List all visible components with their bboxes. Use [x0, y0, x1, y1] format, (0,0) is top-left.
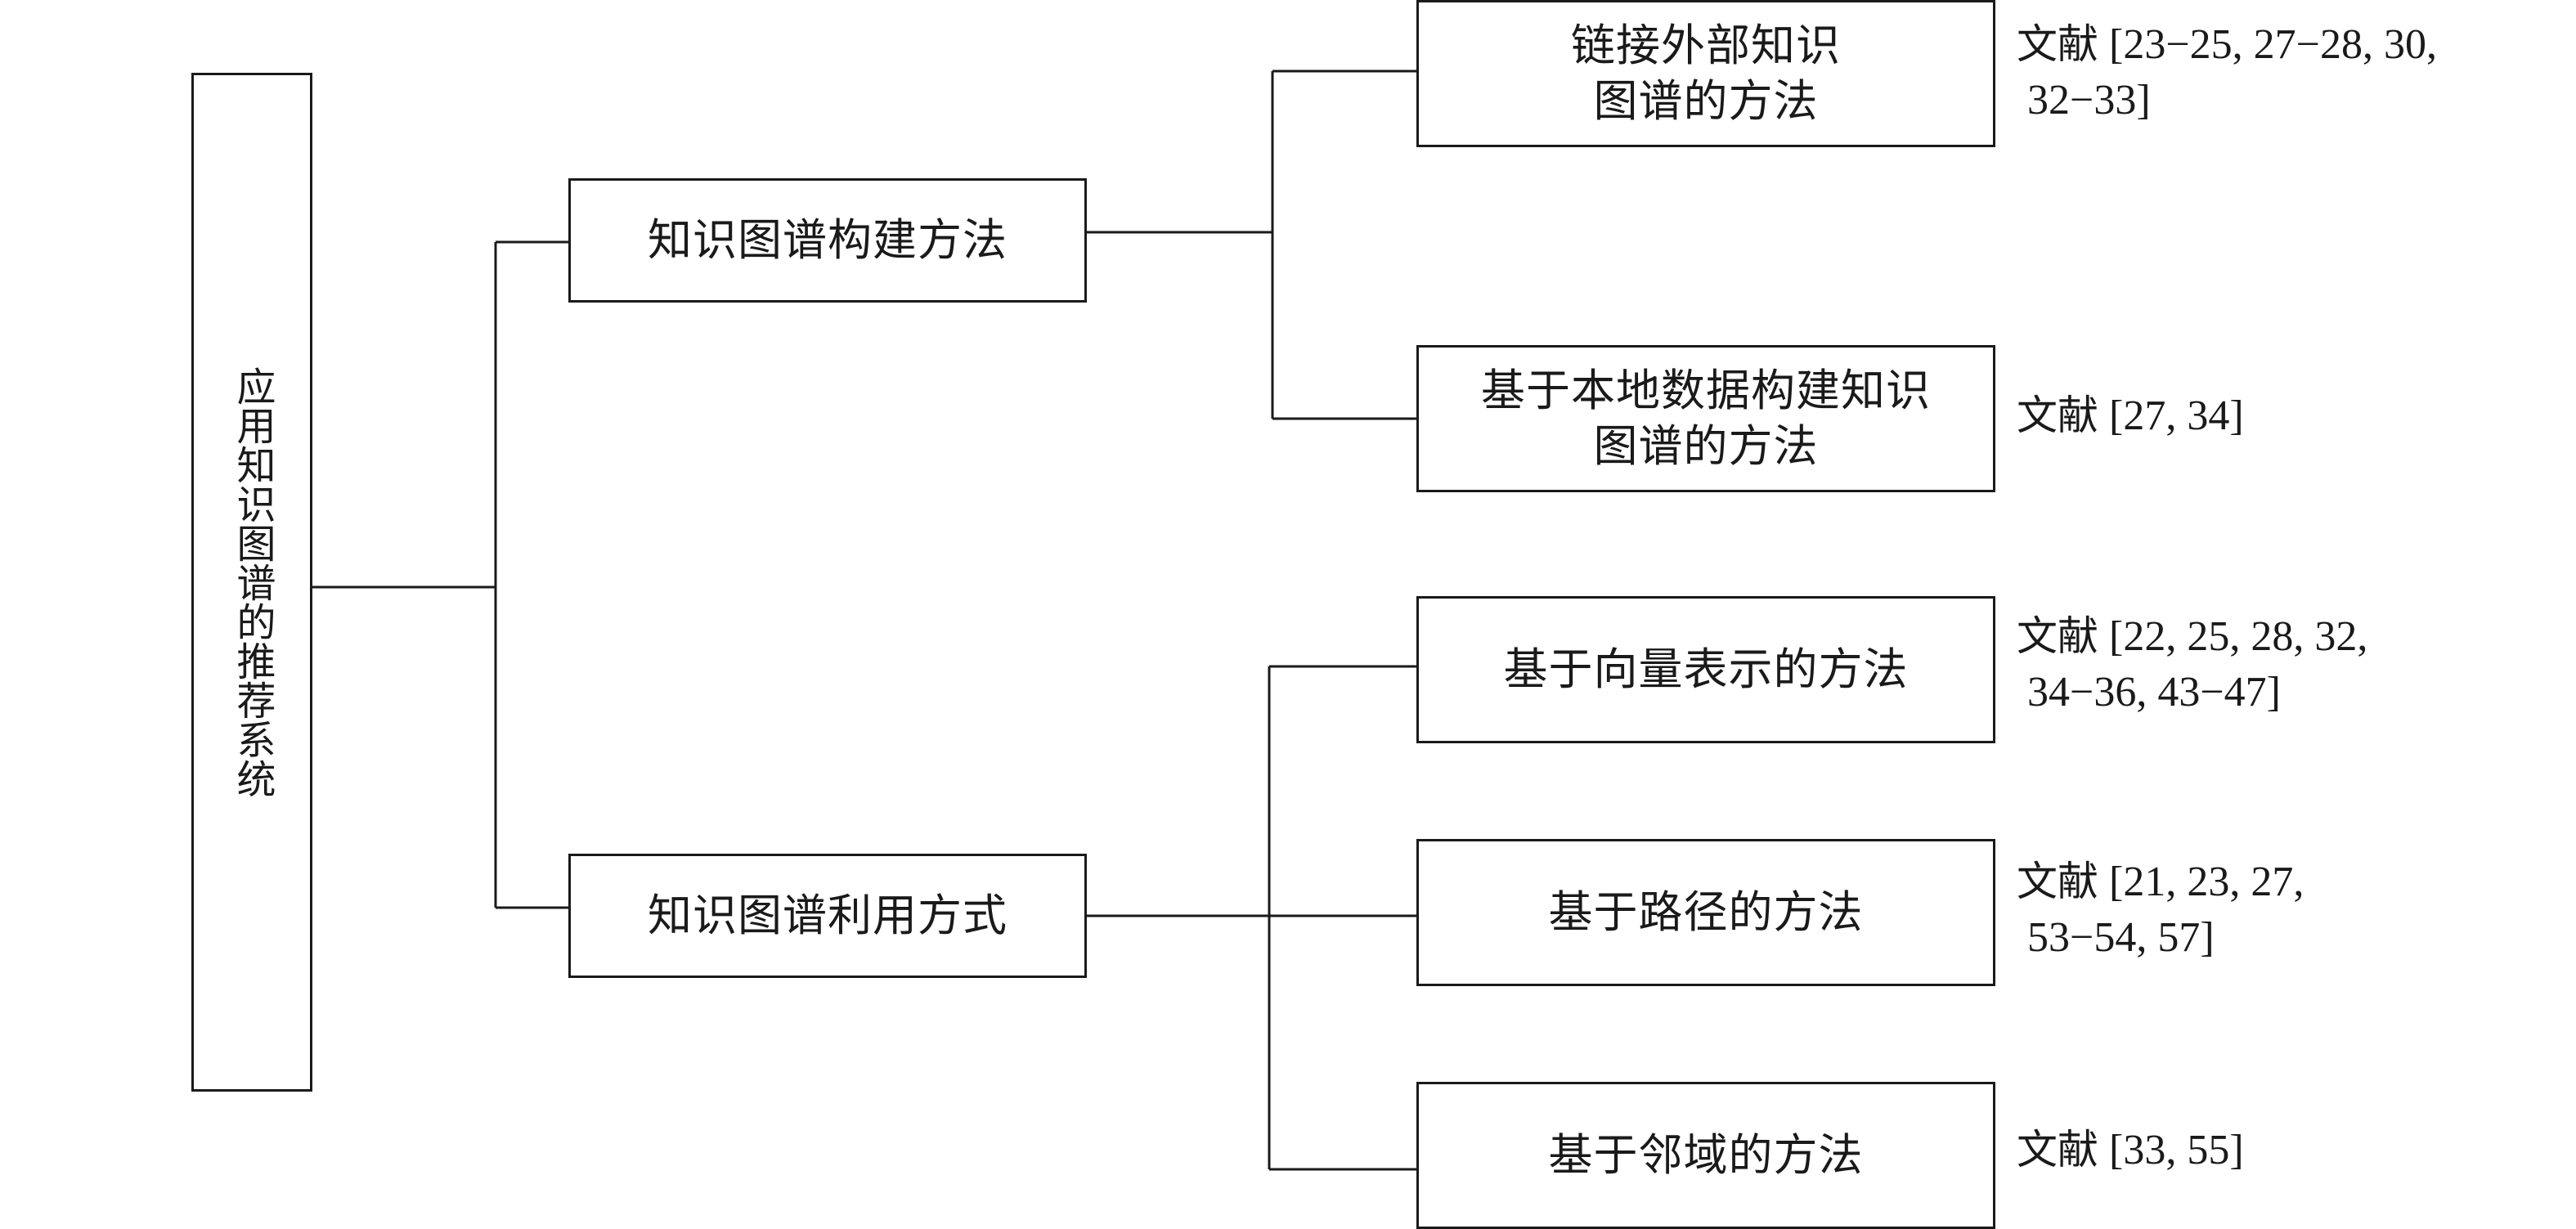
path-based-label: 基于路径的方法: [1548, 886, 1864, 938]
reference-label: 文献: [2017, 612, 2098, 660]
reference-label: 文献: [2017, 858, 2098, 905]
reference-neighborhood-based: 文献 [33, 55]: [2017, 1122, 2244, 1178]
external-kg-linking-label: 链接外部知识 图谱的方法: [1571, 20, 1841, 127]
reference-external-kg: 文献 [23−25, 27−28, 30, 32−33]: [2017, 16, 2437, 128]
reference-local-data: 文献 [27, 34]: [2017, 388, 2244, 444]
reference-list: [27, 34]: [2109, 392, 2244, 439]
local-data-construction-label: 基于本地数据构建知识 图谱的方法: [1481, 365, 1931, 472]
usage-methods-label: 知识图谱利用方式: [648, 890, 1008, 941]
reference-label: 文献: [2017, 1126, 2098, 1173]
root-label: 应用知识图谱的推荐系统: [229, 366, 276, 798]
neighborhood-based-node: 基于邻域的方法: [1416, 1082, 1995, 1229]
usage-methods-node: 知识图谱利用方式: [568, 854, 1087, 978]
reference-list: [22, 25, 28, 32, 34−36, 43−47]: [2027, 613, 2368, 715]
neighborhood-based-label: 基于邻域的方法: [1548, 1129, 1864, 1181]
vector-representation-label: 基于向量表示的方法: [1503, 644, 1909, 695]
reference-label: 文献: [2017, 392, 2098, 439]
construction-methods-node: 知识图谱构建方法: [568, 178, 1087, 303]
vector-representation-node: 基于向量表示的方法: [1416, 596, 1995, 743]
construction-methods-label: 知识图谱构建方法: [648, 214, 1008, 266]
reference-vector-representation: 文献 [22, 25, 28, 32, 34−36, 43−47]: [2017, 608, 2367, 720]
reference-list: [33, 55]: [2109, 1127, 2244, 1173]
path-based-node: 基于路径的方法: [1416, 839, 1995, 986]
local-data-construction-node: 基于本地数据构建知识 图谱的方法: [1416, 345, 1995, 492]
reference-path-based: 文献 [21, 23, 27, 53−54, 57]: [2017, 854, 2304, 966]
external-kg-linking-node: 链接外部知识 图谱的方法: [1416, 0, 1995, 147]
reference-label: 文献: [2017, 20, 2098, 68]
reference-list: [23−25, 27−28, 30, 32−33]: [2027, 21, 2437, 123]
reference-list: [21, 23, 27, 53−54, 57]: [2027, 859, 2304, 961]
root-node: 应用知识图谱的推荐系统: [191, 73, 312, 1092]
